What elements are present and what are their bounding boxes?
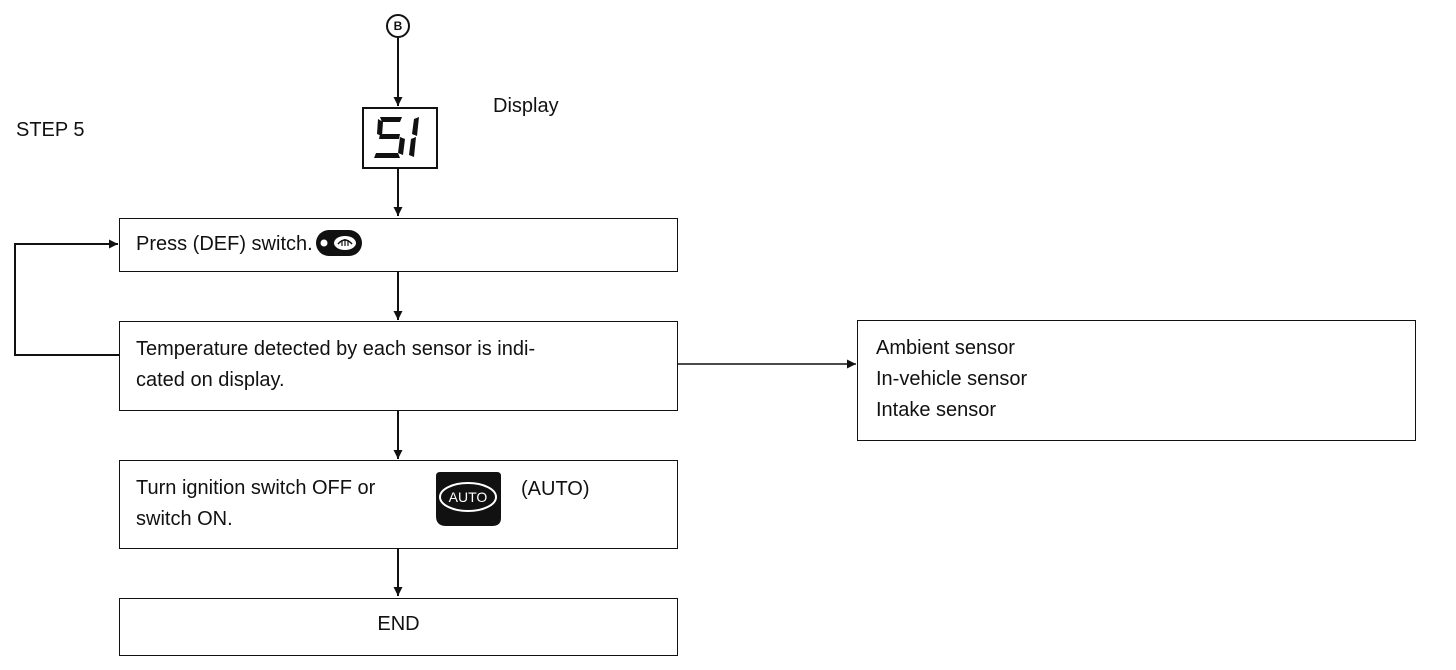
turn-off-line-2: switch ON. (136, 508, 233, 530)
turn-off-box: Turn ignition switch OFF or switch ON. (119, 460, 678, 549)
turn-off-line-1-prefix: Turn ignition switch OFF or (136, 477, 376, 499)
press-def-text: Press (DEF) switch. (136, 233, 313, 255)
end-box: END (119, 598, 678, 656)
turn-off-line-1-suffix: (AUTO) (521, 478, 590, 500)
defroster-switch-icon (315, 229, 363, 257)
step-label: STEP 5 (16, 119, 85, 141)
temperature-line-2: cated on display. (136, 369, 285, 391)
connector-b: B (386, 14, 410, 38)
loop-back-line (14, 239, 119, 356)
temperature-line-1: Temperature detected by each sensor is i… (136, 338, 536, 360)
press-def-box: Press (DEF) switch. (119, 218, 678, 272)
sensor-item-intake: Intake sensor (876, 399, 997, 421)
sensor-item-ambient: Ambient sensor (876, 337, 1015, 359)
display-value-digits (374, 117, 419, 158)
display-label: Display (493, 95, 559, 117)
connector-b-label: B (393, 19, 403, 33)
temperature-box: Temperature detected by each sensor is i… (119, 321, 678, 411)
display-readout: 51 (362, 107, 438, 169)
auto-switch-label: AUTO (449, 489, 488, 505)
auto-switch-icon: AUTO (434, 470, 503, 528)
end-text: END (377, 613, 420, 635)
sensor-item-in-vehicle: In-vehicle sensor (876, 368, 1028, 390)
sensor-list-box: Ambient sensor In-vehicle sensor Intake … (857, 320, 1416, 441)
